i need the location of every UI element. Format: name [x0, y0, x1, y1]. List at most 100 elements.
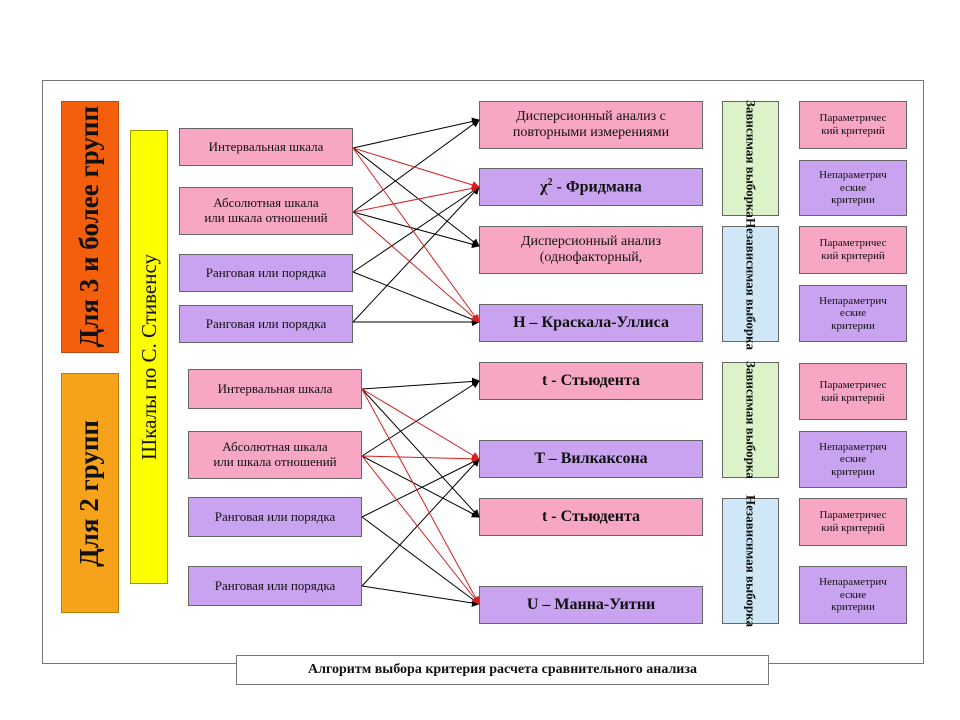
arrow-interval-to-anova-oneway: [352, 147, 480, 247]
arrow-rank1-b-to-wilcoxon: [361, 458, 480, 518]
sample-dependent-1: Зависимая выборка: [722, 100, 779, 217]
sample-dependent-2: Зависимая выборка: [722, 361, 779, 479]
test-label: H – Краскала-Уллиса: [513, 313, 669, 331]
criterion-label-2: кий критерий: [821, 125, 885, 137]
group-2-label: Для 2 групп: [61, 373, 119, 613]
criterion-parametric-4: Параметричес кий критерий: [799, 498, 907, 546]
scale-label: Ранговая или порядка: [214, 508, 336, 524]
sample-independent-2: Независимая выборка: [722, 495, 779, 627]
criterion-label-2: еские: [839, 588, 867, 601]
diagram-caption: Алгоритм выбора критерия расчета сравнит…: [236, 655, 769, 685]
scale-label: Абсолютная шкала: [222, 439, 328, 455]
scale-label: Интервальная шкала: [208, 138, 324, 154]
stevens-scales-label: Шкалы по С. Стивенсу: [130, 130, 168, 584]
test-label: T – Вилкаксона: [534, 449, 648, 467]
sample-type-text: Зависимая выборка: [743, 361, 759, 479]
scale-label-2: или шкала отношений: [204, 210, 328, 225]
arrow-absolute-to-anova-repeated: [352, 119, 480, 213]
criterion-nonparametric-4: Непараметрич еские критерии: [799, 566, 907, 624]
test-kruskal-wallis: H – Краскала-Уллиса: [479, 304, 703, 342]
test-friedman: χ2 - Фридмана: [479, 168, 703, 206]
test-anova-oneway: Дисперсионный анализ (однофакторный,: [479, 226, 703, 274]
criterion-label-3: критерии: [831, 601, 875, 614]
arrow-absolute-b-to-mann-whitney: [361, 455, 480, 605]
criterion-label-3: критерии: [831, 194, 875, 207]
criterion-label-2: еские: [839, 453, 867, 466]
arrow-rank2-to-friedman: [352, 186, 480, 323]
criterion-label-2: кий критерий: [821, 250, 885, 262]
scale-label-2: или шкала отношений: [213, 454, 337, 469]
test-student-independent: t - Стьюдента: [479, 498, 703, 536]
arrow-interval-b-to-mann-whitney: [361, 388, 480, 605]
arrow-interval-b-to-wilcoxon: [361, 388, 480, 460]
test-label-2: повторными измерениями: [512, 125, 670, 140]
criterion-label-3: критерии: [831, 465, 875, 478]
criterion-label-2: еские: [839, 181, 867, 194]
arrow-rank2-b-to-mann-whitney: [361, 585, 480, 607]
arrow-rank1-to-friedman: [352, 186, 480, 273]
arrow-absolute-to-friedman: [352, 184, 480, 213]
scale-absolute-top: Абсолютная шкала или шкала отношений: [179, 187, 353, 235]
sample-type-text: Независимая выборка: [743, 218, 759, 350]
arrow-absolute-to-kruskal: [352, 211, 480, 323]
scale-absolute-bottom: Абсолютная шкала или шкала отношений: [188, 431, 362, 479]
chi-superscript: 2: [547, 177, 553, 189]
scale-rank-top-1: Ранговая или порядка: [179, 254, 353, 292]
criterion-label: Параметричес: [819, 112, 887, 125]
arrow-absolute-b-to-wilcoxon: [361, 454, 480, 463]
arrow-interval-b-to-student-ind: [361, 388, 480, 518]
arrow-interval-to-friedman: [352, 147, 480, 189]
arrow-rank1-to-kruskal: [352, 271, 480, 324]
criterion-label-2: еские: [839, 307, 867, 320]
scale-label: Абсолютная шкала: [213, 195, 319, 211]
test-mann-whitney: U – Манна-Уитни: [479, 586, 703, 624]
scale-rank-bottom-2: Ранговая или порядка: [188, 566, 362, 606]
criterion-label: Непараметрич: [819, 294, 887, 307]
scale-label: Ранговая или порядка: [205, 315, 327, 331]
scale-rank-bottom-1: Ранговая или порядка: [188, 497, 362, 537]
criterion-label: Параметричес: [819, 378, 887, 391]
criterion-nonparametric-2: Непараметрич еские критерии: [799, 285, 907, 342]
arrow-absolute-b-to-student-ind: [361, 455, 480, 518]
arrow-interval-to-kruskal: [352, 147, 480, 323]
criterion-label: Непараметрич: [819, 576, 887, 589]
scale-label: Ранговая или порядка: [214, 577, 336, 593]
criterion-parametric-1: Параметричес кий критерий: [799, 101, 907, 149]
criterion-label: Параметричес: [819, 237, 887, 250]
group-3-plus-label: Для 3 и более групп: [61, 101, 119, 353]
arrow-absolute-b-to-student-dep: [361, 380, 480, 457]
criterion-label-2: кий критерий: [821, 522, 885, 534]
criterion-parametric-2: Параметричес кий критерий: [799, 226, 907, 274]
criterion-label: Непараметрич: [819, 440, 887, 453]
criterion-label: Непараметрич: [819, 169, 887, 182]
criterion-nonparametric-1: Непараметрич еские критерии: [799, 160, 907, 216]
friedman-text: - Фридмана: [552, 178, 642, 196]
test-label: Дисперсионный анализ: [520, 233, 662, 249]
test-label: U – Манна-Уитни: [526, 595, 656, 613]
test-anova-repeated: Дисперсионный анализ с повторными измере…: [479, 101, 703, 149]
criterion-label: Параметричес: [819, 509, 887, 522]
test-student-dependent: t - Стьюдента: [479, 362, 703, 400]
sample-type-text: Независимая выборка: [743, 495, 759, 627]
arrow-interval-to-anova-repeated: [352, 117, 480, 149]
scale-rank-top-2: Ранговая или порядка: [179, 305, 353, 343]
test-label: χ2 - Фридмана: [540, 177, 642, 197]
arrow-rank1-b-to-mann-whitney: [361, 516, 480, 605]
test-wilcoxon: T – Вилкаксона: [479, 440, 703, 478]
test-label-2: (однофакторный,: [539, 250, 643, 265]
scale-label: Интервальная шкала: [217, 380, 333, 396]
test-label: t - Стьюдента: [541, 507, 641, 525]
criterion-parametric-3: Параметричес кий критерий: [799, 363, 907, 420]
chi-symbol: χ: [540, 178, 548, 196]
criterion-label-2: кий критерий: [821, 391, 885, 404]
sample-independent-1: Независимая выборка: [722, 218, 779, 350]
arrow-rank2-b-to-wilcoxon: [361, 458, 480, 587]
test-label: t - Стьюдента: [541, 371, 641, 389]
test-label: Дисперсионный анализ с: [516, 108, 666, 124]
criterion-nonparametric-3: Непараметрич еские критерии: [799, 431, 907, 488]
arrow-interval-b-to-student-dep: [361, 377, 480, 390]
criterion-label-3: критерии: [831, 319, 875, 332]
scale-interval-top: Интервальная шкала: [179, 128, 353, 166]
scale-interval-bottom: Интервальная шкала: [188, 369, 362, 409]
